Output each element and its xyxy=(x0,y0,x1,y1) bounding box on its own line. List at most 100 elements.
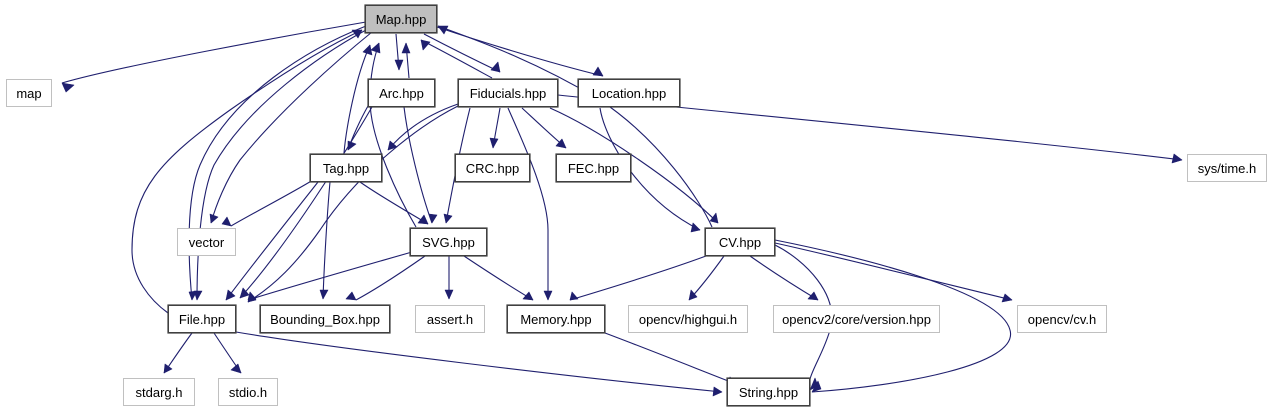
arrowhead-tag_hpp-to-bounding_box_hpp xyxy=(319,289,329,300)
arrowhead-map_hpp-to-map xyxy=(61,82,75,93)
node-label-crc_hpp: CRC.hpp xyxy=(465,160,520,176)
arrowhead-fiducials_hpp-to-memory_hpp xyxy=(543,290,553,301)
arrowhead-map_hpp-to-fiducials_hpp xyxy=(490,61,501,73)
edge-file_hpp-to-map_hpp xyxy=(131,29,363,314)
arrowhead-file_hpp-to-stdio_h xyxy=(230,363,242,374)
node-label-bounding_box_hpp: Bounding_Box.hpp xyxy=(270,311,380,327)
edge-fiducials_hpp-to-file_hpp xyxy=(247,105,459,303)
node-label-stdio_h: stdio.h xyxy=(228,384,268,400)
arrowhead-cv_hpp-to-opencv2_version_hpp xyxy=(807,291,819,301)
edge-svg_hpp-to-bounding_box_hpp xyxy=(355,255,426,301)
edge-arc_hpp-to-svg_hpp xyxy=(403,106,433,224)
edge-fiducials_hpp-to-map_hpp xyxy=(420,39,493,79)
node-fec_hpp[interactable]: FEC.hpp xyxy=(556,154,631,182)
arrowhead-tag_hpp-to-map_hpp xyxy=(362,44,373,56)
edge-map_hpp-to-fiducials_hpp xyxy=(423,33,501,73)
node-label-opencv_highgui_h: opencv/highgui.h xyxy=(638,311,738,327)
edge-cv_hpp-to-map_hpp xyxy=(437,25,713,228)
edge-svg_hpp-to-file_hpp xyxy=(247,251,413,301)
edge-svg_hpp-to-memory_hpp xyxy=(463,255,534,301)
arrowhead-map_hpp-to-arc_hpp xyxy=(394,59,404,71)
arrowhead-tag_hpp-to-svg_hpp xyxy=(417,214,429,225)
arrowhead-tag_hpp-to-file_hpp xyxy=(225,289,236,301)
node-opencv2_version_hpp[interactable]: opencv2/core/version.hpp xyxy=(773,305,940,333)
node-location_hpp[interactable]: Location.hpp xyxy=(578,79,680,107)
arrowhead-cv_hpp-to-map_hpp xyxy=(437,25,449,35)
node-label-stdarg_h: stdarg.h xyxy=(135,384,183,400)
node-string_hpp[interactable]: String.hpp xyxy=(727,378,810,406)
node-label-sys_time_h: sys/time.h xyxy=(1197,160,1257,176)
edge-map_hpp-to-location_hpp xyxy=(436,26,604,77)
node-label-file_hpp: File.hpp xyxy=(178,311,226,327)
arrowhead-file_hpp-to-string_hpp xyxy=(712,386,723,397)
node-opencv_highgui_h[interactable]: opencv/highgui.h xyxy=(628,305,748,333)
node-bounding_box_hpp[interactable]: Bounding_Box.hpp xyxy=(260,305,390,333)
edge-map_hpp-to-vector xyxy=(210,31,373,224)
node-label-opencv_cv_h: opencv/cv.h xyxy=(1027,311,1097,327)
arrowhead-fiducials_hpp-to-svg_hpp xyxy=(443,213,453,224)
edge-tag_hpp-to-map_hpp xyxy=(343,44,371,154)
arrowhead-arc_hpp-to-svg_hpp xyxy=(428,213,438,224)
arrowhead-fiducials_hpp-to-file_hpp xyxy=(247,292,257,303)
node-label-arc_hpp: Arc.hpp xyxy=(379,85,424,101)
arrowhead-fiducials_hpp-to-crc_hpp xyxy=(489,137,499,149)
node-stdarg_h[interactable]: stdarg.h xyxy=(123,378,195,406)
arrowhead-map_hpp-to-vector xyxy=(209,213,219,224)
edge-cv_hpp-to-memory_hpp xyxy=(569,255,707,301)
arrowhead-fiducials_hpp-to-sys_time_h xyxy=(1171,153,1183,164)
arrowhead-fiducials_hpp-to-fec_hpp xyxy=(555,138,567,149)
node-label-map: map xyxy=(16,85,42,101)
arrowhead-tag_hpp-to-vector xyxy=(221,216,232,227)
edge-fiducials_hpp-to-tag_hpp xyxy=(387,103,459,151)
node-map_hpp[interactable]: Map.hpp xyxy=(365,5,437,33)
node-label-fiducials_hpp: Fiducials.hpp xyxy=(469,85,547,101)
edge-fiducials_hpp-to-cv_hpp xyxy=(549,107,719,224)
edge-cv_hpp-to-string_hpp xyxy=(774,239,1011,393)
edge-cv_hpp-to-opencv2_version_hpp xyxy=(749,255,819,301)
arrowhead-svg_hpp-to-map_hpp xyxy=(370,42,381,54)
node-tag_hpp[interactable]: Tag.hpp xyxy=(310,154,382,182)
edge-tag_hpp-to-svg_hpp xyxy=(359,181,429,225)
edge-cv_hpp-to-opencv_cv_h xyxy=(774,242,1013,301)
node-sys_time_h[interactable]: sys/time.h xyxy=(1187,154,1267,182)
arrowhead-map_hpp-to-file_hpp xyxy=(188,290,198,301)
arrowhead-location_hpp-to-cv_hpp xyxy=(690,222,701,233)
arrowhead-svg_hpp-to-memory_hpp xyxy=(522,291,534,301)
node-label-svg_hpp: SVG.hpp xyxy=(422,234,475,250)
node-svg_hpp[interactable]: SVG.hpp xyxy=(410,228,487,256)
node-cv_hpp[interactable]: CV.hpp xyxy=(705,228,775,256)
node-map[interactable]: map xyxy=(6,79,52,107)
edge-memory_hpp-to-string_hpp xyxy=(604,332,737,385)
edge-tag_hpp-to-bounding_box_hpp xyxy=(322,181,331,300)
node-crc_hpp[interactable]: CRC.hpp xyxy=(455,154,530,182)
edge-tag_hpp-to-file_hpp xyxy=(225,181,319,301)
node-label-string_hpp: String.hpp xyxy=(738,384,799,400)
node-stdio_h[interactable]: stdio.h xyxy=(218,378,278,406)
node-label-tag_hpp: Tag.hpp xyxy=(322,160,370,176)
arrowhead-fiducials_hpp-to-cv_hpp xyxy=(709,212,719,224)
arrowhead-arc_hpp-to-file_hpp xyxy=(239,287,250,299)
arrowhead-cv_hpp-to-opencv_highgui_h xyxy=(688,289,698,301)
node-label-memory_hpp: Memory.hpp xyxy=(520,311,592,327)
arrowhead-svg_hpp-to-bounding_box_hpp xyxy=(345,291,357,301)
arrowhead-map_hpp-to-location_hpp xyxy=(592,66,604,77)
node-file_hpp[interactable]: File.hpp xyxy=(168,305,236,333)
node-label-assert_h: assert.h xyxy=(426,311,474,327)
node-vector[interactable]: vector xyxy=(177,228,236,256)
arrowhead-fiducials_hpp-to-map_hpp xyxy=(420,39,431,51)
node-label-cv_hpp: CV.hpp xyxy=(718,234,762,250)
arrowhead-cv_hpp-to-string_hpp xyxy=(811,380,822,393)
node-arc_hpp[interactable]: Arc.hpp xyxy=(368,79,435,107)
arrowhead-cv_hpp-to-opencv_cv_h xyxy=(1001,293,1013,303)
node-opencv_cv_h[interactable]: opencv/cv.h xyxy=(1017,305,1107,333)
node-fiducials_hpp[interactable]: Fiducials.hpp xyxy=(458,79,558,107)
node-memory_hpp[interactable]: Memory.hpp xyxy=(507,305,605,333)
edge-fiducials_hpp-to-memory_hpp xyxy=(507,107,549,300)
node-label-vector: vector xyxy=(188,234,225,250)
node-assert_h[interactable]: assert.h xyxy=(415,305,485,333)
edge-arc_hpp-to-file_hpp xyxy=(239,106,373,299)
node-label-map_hpp: Map.hpp xyxy=(375,11,427,27)
edge-svg_hpp-to-map_hpp xyxy=(369,42,417,228)
